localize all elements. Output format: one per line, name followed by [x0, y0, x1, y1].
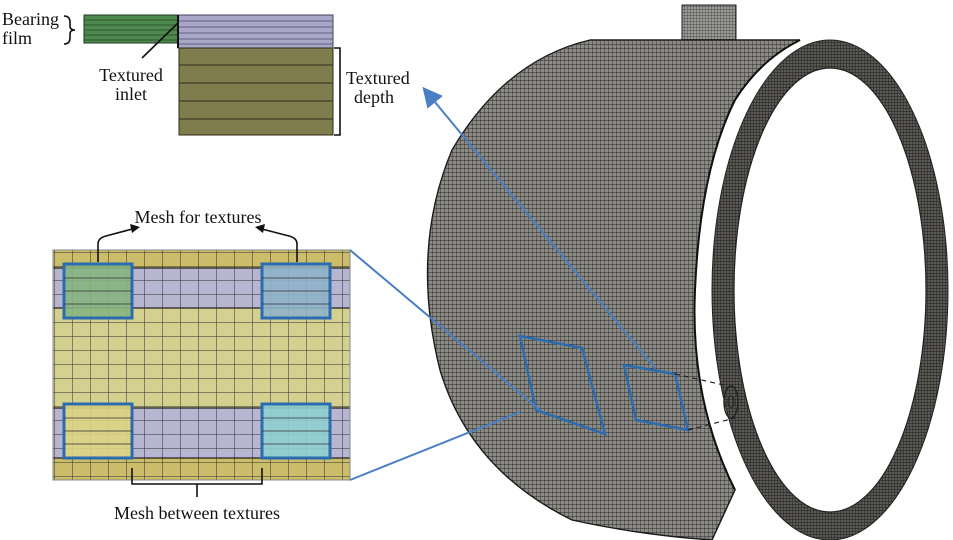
textured-depth-block: [178, 47, 334, 136]
textured-depth-bracket: [334, 47, 341, 136]
inlet-hole: [723, 385, 739, 419]
callout-line-depth: [422, 86, 656, 369]
cylinder-region-left: [518, 334, 607, 436]
mesh-detail-panel: [52, 224, 351, 497]
textured-depth-label-line2: depth: [354, 87, 394, 107]
mesh-between-textures-label: Mesh between textures: [114, 503, 280, 523]
bearing-film-lavender: [177, 14, 334, 49]
mesh-for-textures-bracket: [97, 227, 298, 262]
textured-inlet-leader: [141, 22, 179, 59]
bearing-film-label-line1: Bearing: [2, 9, 59, 29]
textured-inlet-label-line1: Textured: [99, 65, 163, 85]
bearing-film-green: [83, 14, 179, 44]
callout-line-upper: [349, 249, 541, 411]
bearing-film-brace: [63, 15, 76, 45]
callout-line-lower: [349, 411, 521, 481]
film-depth-section: [63, 14, 341, 136]
textured-depth-label-line1: Textured: [346, 68, 410, 88]
mesh-between-textures-bracket: [131, 468, 263, 497]
mesh-for-textures-label: Mesh for textures: [134, 207, 262, 227]
textured-inlet-label-line2: inlet: [115, 84, 147, 104]
bearing-film-label-line2: film: [2, 28, 32, 48]
cylinder-mesh: [426, 4, 949, 540]
